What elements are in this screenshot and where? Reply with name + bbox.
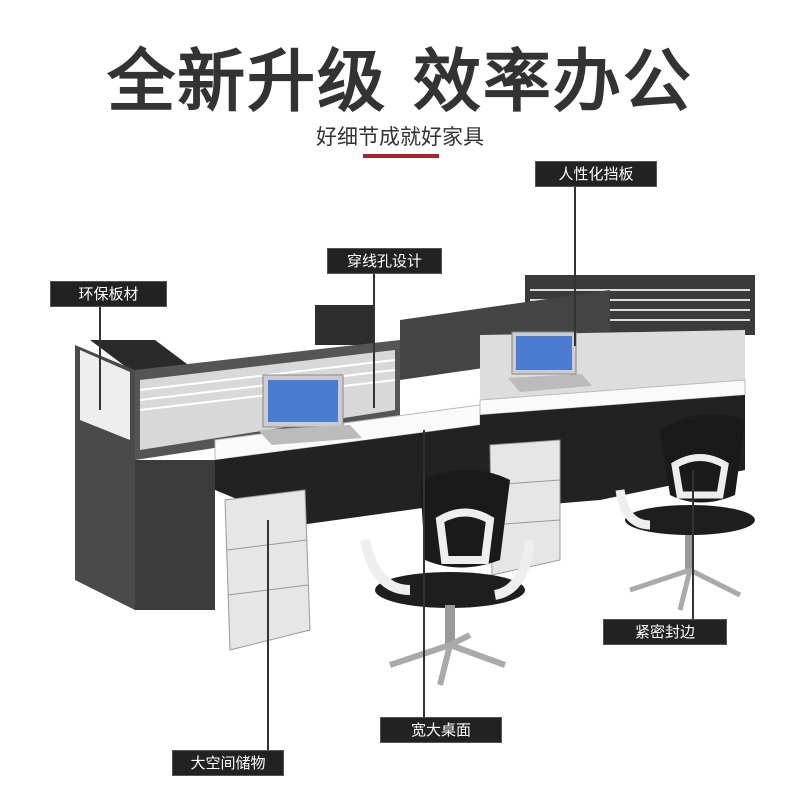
subheadline: 好细节成就好家具 bbox=[316, 125, 484, 149]
headline: 全新升级 效率办公 bbox=[107, 43, 693, 122]
laptop-right bbox=[508, 331, 592, 392]
leader-line-partition bbox=[574, 186, 576, 346]
callout-storage: 大空间储物 bbox=[172, 750, 284, 776]
callout-cable-hole: 穿线孔设计 bbox=[327, 248, 442, 274]
office-chair-front bbox=[360, 470, 535, 686]
leader-line-eco-board bbox=[99, 305, 101, 410]
leader-line-storage bbox=[267, 520, 269, 751]
callout-partition: 人性化挡板 bbox=[535, 161, 657, 187]
leader-line-edge-sealing bbox=[692, 470, 694, 620]
callout-edge-sealing: 紧密封边 bbox=[603, 619, 727, 645]
office-chair-back bbox=[615, 414, 755, 611]
accent-underline bbox=[363, 154, 439, 158]
leader-line-wide-desktop bbox=[423, 430, 425, 718]
laptop-left bbox=[258, 374, 362, 445]
callout-eco-board: 环保板材 bbox=[50, 281, 167, 307]
leader-line-cable-hole bbox=[373, 272, 375, 408]
callout-wide-desktop: 宽大桌面 bbox=[380, 717, 502, 743]
